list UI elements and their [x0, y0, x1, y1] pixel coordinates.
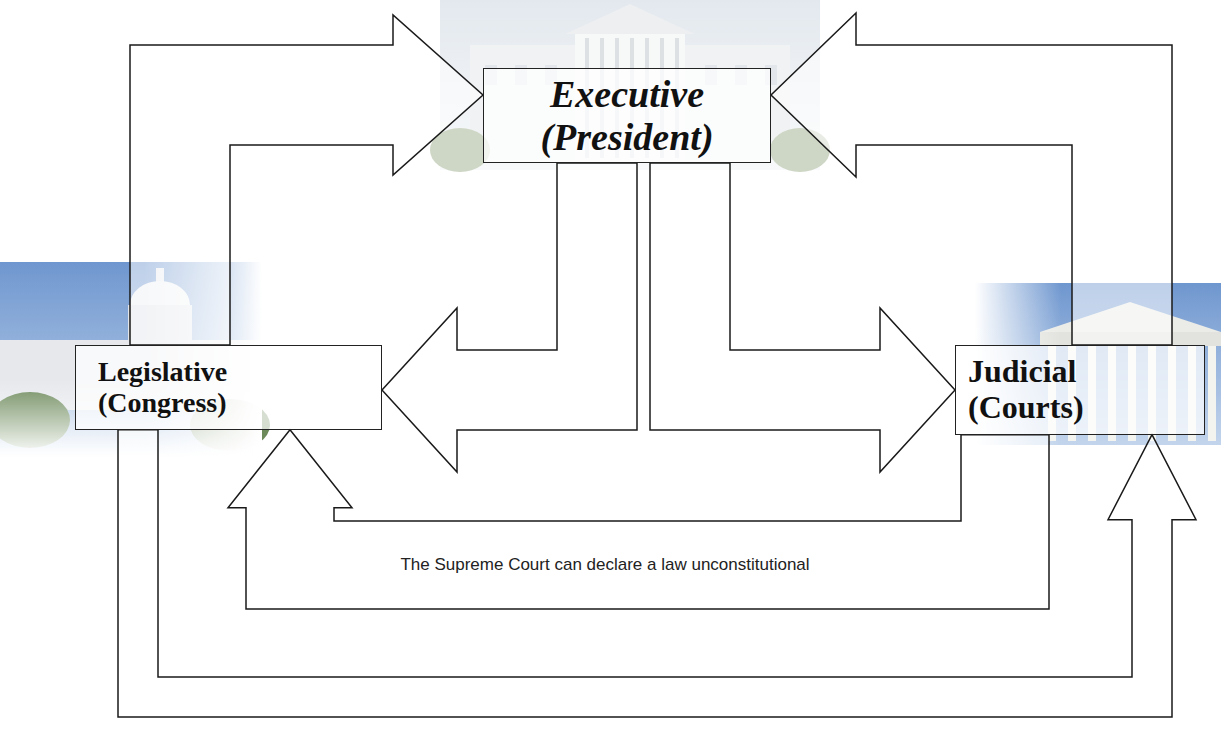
- sky: [440, 0, 820, 170]
- white-house-picture: [430, 0, 830, 172]
- block-arrow: [771, 13, 1172, 345]
- branch-name: Judicial (Courts): [968, 354, 1168, 426]
- block-arrow: [650, 163, 955, 472]
- edge-label: The Supreme Court can declare a law unco…: [396, 555, 813, 575]
- branch-name: Legislative (Congress): [98, 356, 298, 419]
- legislative-box: Legislative (Congress): [75, 345, 382, 430]
- branch-name: Executive (President): [492, 73, 762, 158]
- block-arrow: [130, 15, 483, 345]
- judicial-box: Judicial (Courts): [955, 345, 1205, 435]
- executive-box: Executive (President): [483, 68, 771, 163]
- pediment: [565, 4, 695, 34]
- block-arrow: [228, 430, 1049, 609]
- block-arrow: [382, 163, 637, 472]
- block-arrow: [118, 430, 1196, 717]
